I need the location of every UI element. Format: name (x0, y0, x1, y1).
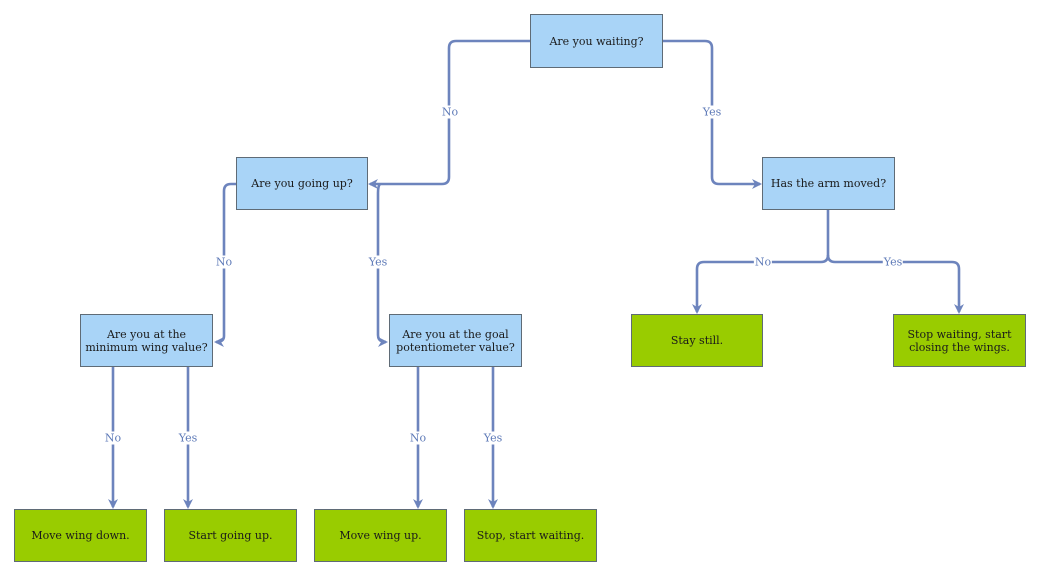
node-move-wing-up: Move wing up. (314, 509, 447, 562)
edge-label-arm-yes: Yes (882, 255, 904, 269)
edge-label-min-yes: Yes (177, 431, 199, 445)
edge-label-goal-no: No (408, 431, 428, 445)
edge-label-min-no: No (103, 431, 123, 445)
node-stop-waiting-close-wings: Stop waiting, start closing the wings. (893, 314, 1026, 367)
node-has-arm-moved: Has the arm moved? (762, 157, 895, 210)
edge-label-going-up-yes: Yes (367, 255, 389, 269)
edge-label-waiting-no: No (440, 105, 460, 119)
edge-label-waiting-yes: Yes (701, 105, 723, 119)
node-stay-still: Stay still. (631, 314, 763, 367)
node-goal-potentiometer: Are you at the goal potentiometer value? (389, 314, 522, 367)
edge-label-goal-yes: Yes (482, 431, 504, 445)
edge-arm-yes (826, 254, 964, 314)
edge-label-arm-no: No (753, 255, 773, 269)
node-start-going-up: Start going up. (164, 509, 297, 562)
edge-going-up-no (214, 182, 236, 347)
node-stop-start-waiting: Stop, start waiting. (464, 509, 597, 562)
node-min-wing-value: Are you at the minimum wing value? (80, 314, 213, 367)
node-move-wing-down: Move wing down. (14, 509, 147, 562)
edge-label-going-up-no: No (214, 255, 234, 269)
node-are-you-waiting: Are you waiting? (530, 14, 663, 68)
node-are-you-going-up: Are you going up? (236, 157, 368, 210)
